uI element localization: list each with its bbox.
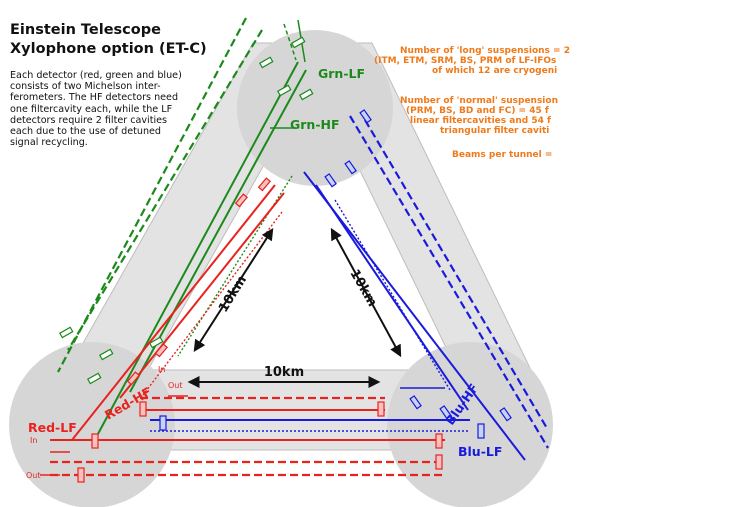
station-top <box>237 30 393 186</box>
arrow-right-arm <box>330 227 402 358</box>
port-in-small: In <box>158 365 165 374</box>
title-line-2: Xylophone option (ET-C) <box>10 41 207 57</box>
note-line: (ITM, ETM, SRM, BS, PRM of LF-IFOs <box>374 56 557 66</box>
red-beams <box>40 184 445 477</box>
port-in: In <box>30 436 37 445</box>
note-line: of which 12 are cryogeni <box>432 66 558 76</box>
note-line: Number of 'long' suspensions = 2 <box>400 46 570 56</box>
note-line: linear filtercavities and 54 f <box>410 116 551 126</box>
diagram-stage: 10km 10km 10km Grn-LF Grn-HF Red-LF Red-… <box>9 17 570 507</box>
note-line: Number of 'normal' suspension <box>400 96 558 106</box>
description-line: Each detector (red, green and blue) <box>10 70 182 81</box>
note-line: (PRM, BS, BD and FC) = 45 f <box>406 106 549 116</box>
title-line-1: Einstein Telescope <box>10 22 161 38</box>
port-out: Out <box>26 471 41 480</box>
description-line: detectors require 2 filter cavities <box>10 114 168 126</box>
green-mirrors <box>58 36 314 385</box>
description-line: consists of two Michelson inter- <box>10 81 161 93</box>
note-normal-suspensions: Number of 'normal' suspension (PRM, BS, … <box>398 96 698 136</box>
label-grn-lf: Grn-LF <box>318 66 365 81</box>
label-grn-hf: Grn-HF <box>290 117 340 132</box>
port-out-small: Out <box>168 381 183 390</box>
note-beams-per-tunnel: Beams per tunnel = <box>452 150 752 160</box>
xylophone-diagram: 10km 10km 10km Grn-LF Grn-HF Red-LF Red-… <box>9 17 553 507</box>
label-blu-lf: Blu-LF <box>458 444 502 459</box>
description-line: ferometers. The HF detectors need <box>10 92 179 104</box>
description-line: each due to the use of detuned <box>10 126 162 138</box>
note-line: Beams per tunnel = <box>452 150 553 160</box>
label-red-lf: Red-LF <box>28 420 77 435</box>
description-line: one filtercavity each, while the LF <box>10 103 173 115</box>
blue-mirrors <box>159 109 512 439</box>
station-left <box>9 342 175 507</box>
description: Each detector (red, green and blue) cons… <box>10 70 210 148</box>
station-right <box>387 342 553 507</box>
red-mirrors <box>77 177 443 483</box>
arrow-left-arm <box>193 227 274 353</box>
arm-length-bottom: 10km <box>264 365 304 380</box>
description-line: signal recycling. <box>10 137 88 149</box>
note-long-suspensions: Number of 'long' suspensions = 2 (ITM, E… <box>372 46 672 76</box>
note-line: triangular filter caviti <box>440 126 550 136</box>
